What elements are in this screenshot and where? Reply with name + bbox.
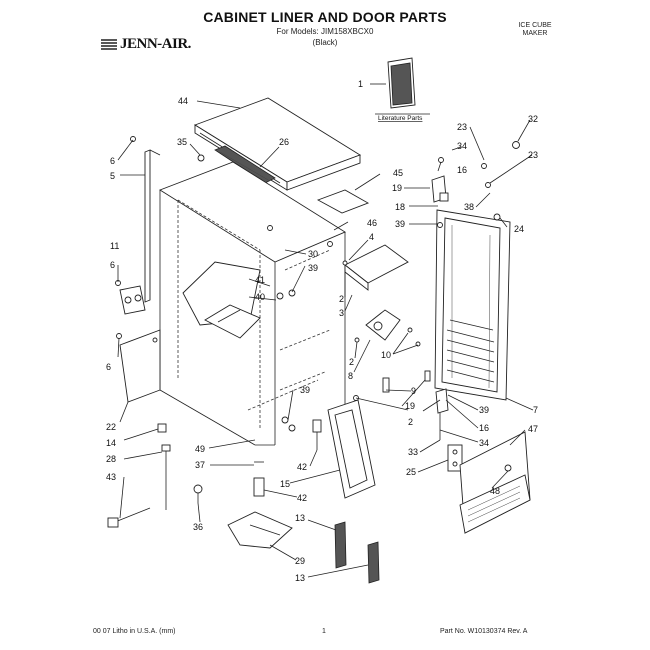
door-handle-pieces (334, 521, 380, 584)
callout-13b: 13 (295, 573, 305, 583)
left-side-rail (144, 149, 161, 303)
callout-8: 8 (348, 371, 353, 381)
callout-33: 33 (408, 447, 418, 457)
mounting-bracket (447, 444, 463, 472)
callout-43: 43 (106, 472, 116, 482)
kick-plate (459, 431, 531, 534)
callout-42: 42 (297, 462, 307, 472)
callout-7: 7 (533, 405, 538, 415)
callout-32: 32 (528, 114, 538, 124)
footer-page-number: 1 (322, 628, 326, 635)
callout-29: 29 (295, 556, 305, 566)
callout-36: 36 (193, 522, 203, 532)
callout-19: 19 (392, 183, 402, 193)
callout-6: 6 (110, 156, 115, 166)
callout-26: 26 (279, 137, 289, 147)
callout-34b: 34 (457, 141, 467, 151)
callout-13: 13 (295, 513, 305, 523)
callout-11: 11 (110, 241, 119, 251)
callout-23: 23 (457, 122, 467, 132)
footer-part-number: Part No. W10130374 Rev. A (440, 628, 528, 635)
callout-42b: 42 (297, 493, 307, 503)
product-type-line-2: MAKER (522, 30, 548, 37)
callout-35: 35 (177, 137, 187, 147)
callout-15: 15 (280, 479, 290, 489)
callout-22: 22 (106, 422, 116, 432)
lower-door-hinge (435, 388, 449, 440)
footer-print-info: 00 07 Litho in U.S.A. (mm) (93, 628, 176, 635)
callout-39: 39 (395, 219, 405, 229)
lower-left-plate (119, 329, 161, 403)
lower-left-hinge-bracket (119, 285, 146, 315)
door-gasket-frame (327, 399, 376, 499)
leveling-hardware (107, 423, 203, 528)
callout-19b: 19 (405, 401, 415, 411)
callout-23b: 23 (528, 150, 538, 160)
callout-16: 16 (457, 165, 467, 175)
product-type-line-1: ICE CUBE (518, 22, 552, 29)
callout-41: 41 (255, 275, 265, 285)
callout-47: 47 (528, 424, 538, 434)
callout-24: 24 (514, 224, 524, 234)
drain-fitting (253, 419, 322, 497)
callout-46: 46 (367, 218, 377, 228)
callout-2b: 2 (349, 357, 354, 367)
leader-lines (117, 100, 534, 578)
callout-45: 45 (393, 168, 403, 178)
callout-14: 14 (106, 438, 116, 448)
callout-38: 38 (464, 202, 474, 212)
cabinet-liner (158, 161, 346, 446)
callout-9: 9 (411, 386, 416, 396)
callout-48: 48 (490, 486, 500, 496)
models-line: For Models: JIM158XBCX0 (276, 27, 374, 36)
callout-6b: 6 (110, 260, 115, 270)
callout-40: 40 (255, 292, 265, 302)
door-assembly (434, 209, 511, 401)
callout-28: 28 (106, 454, 116, 464)
callout-37: 37 (195, 460, 205, 470)
literature-parts-label: Literature Parts (378, 115, 423, 122)
door-hinge (365, 309, 401, 341)
screws (115, 136, 520, 432)
callout-1: 1 (358, 79, 363, 89)
brand-logo-text: JENN-AIR. (120, 36, 191, 52)
callout-44: 44 (178, 96, 188, 106)
callout-labels: 1 44 35 26 6 5 45 19 16 18 39 46 4 11 6 … (106, 79, 538, 583)
jenn-air-logo-mark (101, 39, 117, 50)
callout-30: 30 (308, 249, 318, 259)
callout-10: 10 (381, 350, 391, 360)
bin-deflector (344, 244, 409, 291)
callout-39d: 39 (479, 405, 489, 415)
callout-6c: 6 (106, 362, 111, 372)
callout-25: 25 (406, 467, 416, 477)
literature-booklet (370, 57, 430, 115)
upper-door-hinge (431, 175, 449, 203)
callout-16b: 16 (479, 423, 489, 433)
callout-5: 5 (110, 171, 115, 181)
color-line: (Black) (312, 38, 338, 47)
callout-4: 4 (369, 232, 374, 242)
callout-39b: 39 (308, 263, 318, 273)
drain-tray (227, 511, 293, 549)
callout-49: 49 (195, 444, 205, 454)
callout-2: 2 (339, 294, 344, 304)
callout-3: 3 (339, 308, 344, 318)
callout-39c: 39 (300, 385, 310, 395)
page-title: CABINET LINER AND DOOR PARTS (203, 9, 447, 25)
callout-34: 34 (479, 438, 489, 448)
callout-18: 18 (395, 202, 405, 212)
callout-2c: 2 (408, 417, 413, 427)
insulation-pad (316, 189, 370, 214)
